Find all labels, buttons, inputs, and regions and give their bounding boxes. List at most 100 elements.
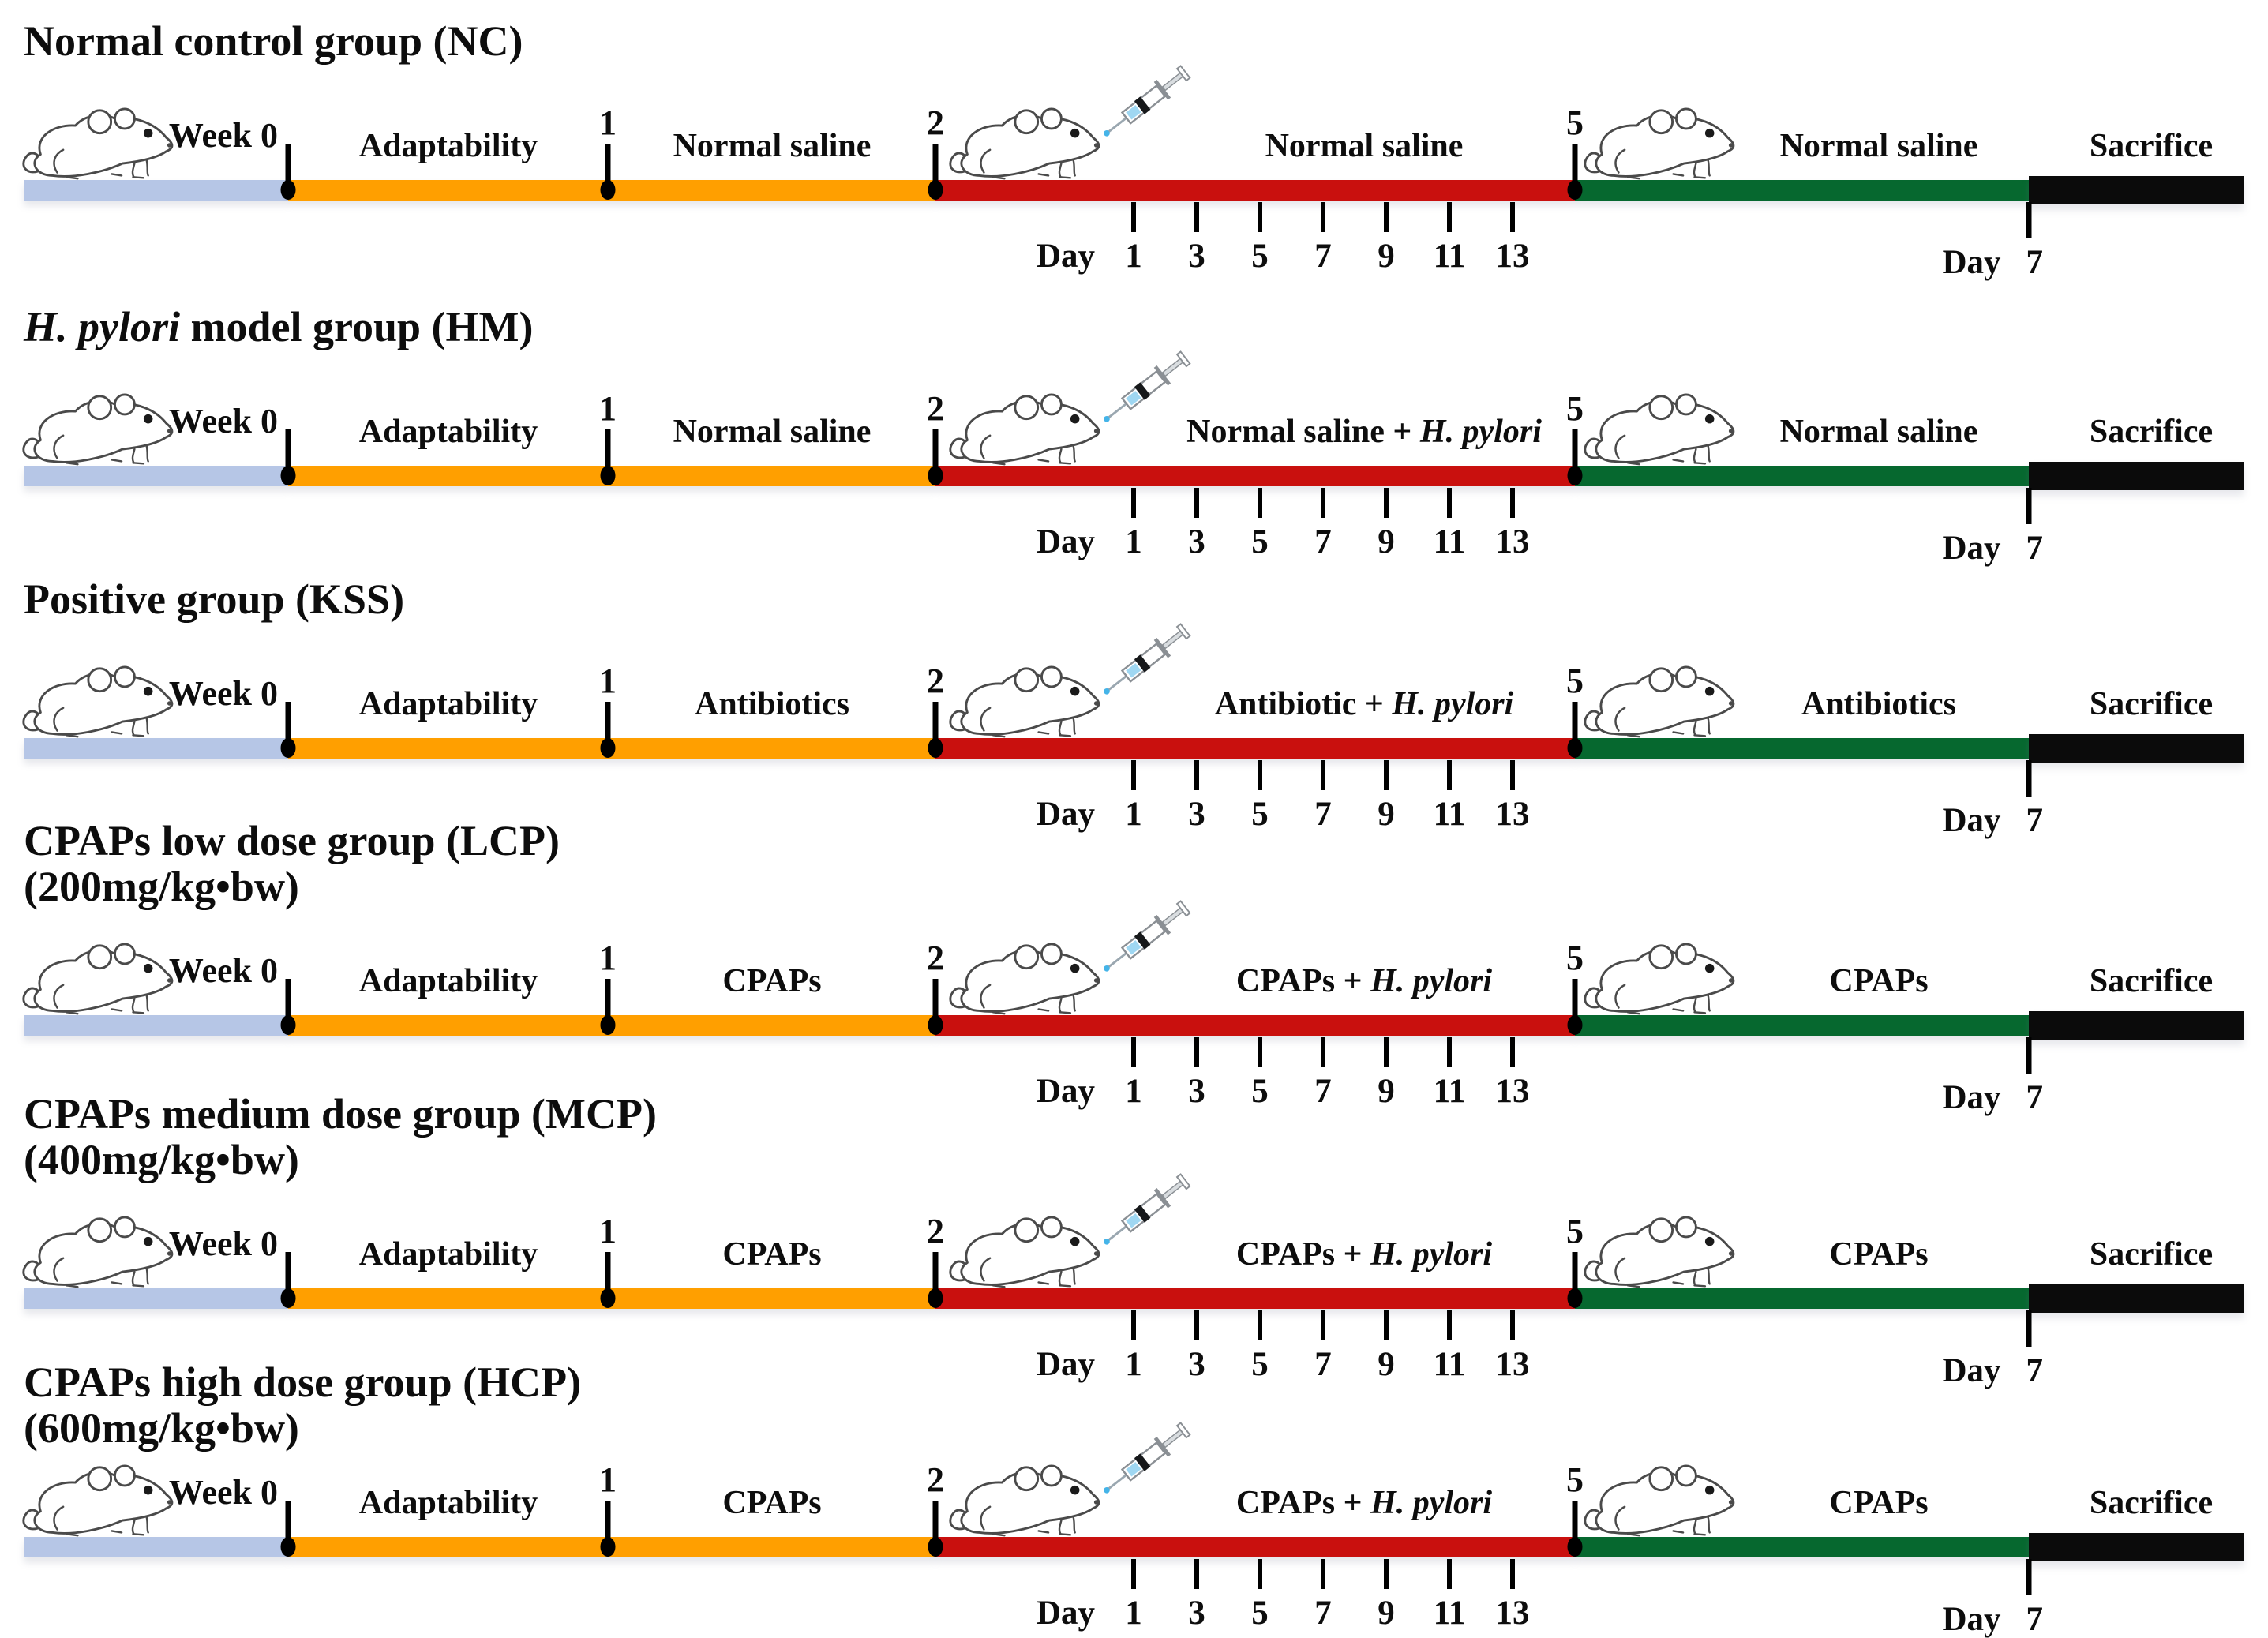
syringe-icon (1099, 343, 1205, 430)
day-tick-label: 5 (1251, 1346, 1269, 1383)
day-tick (1258, 1037, 1262, 1067)
week0-tick-dot (280, 1288, 296, 1308)
bar-sacrifice (2029, 1284, 2244, 1313)
sacrifice-label: Sacrifice (2089, 963, 2214, 999)
week1-label: 1 (599, 939, 617, 977)
group-title-text: CPAPs low dose group (LCP) (24, 817, 560, 864)
week2-label: 2 (927, 1212, 944, 1250)
week5-tick (1572, 429, 1578, 477)
week2-label: 2 (927, 1460, 944, 1499)
week0-tick (285, 1252, 291, 1299)
week1-2-treatment-label: Normal saline (673, 128, 872, 164)
mouse-icon (947, 393, 1115, 469)
bar-infection (935, 738, 1575, 759)
week2-tick (932, 979, 939, 1026)
day-tick-label: 9 (1378, 238, 1395, 275)
week2-tick (932, 1252, 939, 1299)
day-tick (1447, 1559, 1452, 1589)
week2-tick-dot (928, 1537, 943, 1557)
week1-tick-dot (600, 1537, 616, 1557)
week5-label: 5 (1566, 1460, 1584, 1499)
day-tick (1321, 1559, 1325, 1589)
day-tick-label: 3 (1188, 1346, 1205, 1383)
day-tick-label: 13 (1495, 523, 1530, 560)
day-tick (1510, 760, 1515, 790)
group-dose-label: (200mg/kg•bw) (24, 863, 299, 910)
day-tick-label: 11 (1433, 238, 1466, 275)
week2-5-treatment-label: CPAPs + H. pylori (1235, 963, 1493, 999)
week1-2-treatment-label: CPAPs (722, 1485, 822, 1521)
week5-treatment-label: CPAPs (1829, 1236, 1929, 1273)
day-tick (1510, 1559, 1515, 1589)
day-tick-label: 5 (1251, 1073, 1269, 1110)
day-tick-label: 5 (1251, 238, 1269, 275)
group-title-text: CPAPs high dose group (HCP) (24, 1359, 582, 1406)
day-tick-label: 11 (1433, 1073, 1466, 1110)
day-tick-label: 7 (1314, 523, 1332, 560)
day-tick-label: 7 (1314, 1346, 1332, 1383)
bar-sacrifice (2029, 1533, 2244, 1561)
group-title: CPAPs low dose group (LCP) (24, 818, 560, 864)
syringe-icon (1099, 1415, 1205, 1501)
adaptability-label: Adaptability (358, 414, 538, 450)
bar-infection (935, 466, 1575, 486)
day-tick-label: 3 (1188, 796, 1205, 833)
bar-recovery (1575, 1288, 2029, 1309)
syringe-icon (1099, 1166, 1205, 1253)
week2-tick-dot (928, 1015, 943, 1035)
week5-label: 5 (1566, 1212, 1584, 1250)
week0-label: Week 0 (168, 1473, 278, 1512)
group-title-text: CPAPs medium dose group (MCP) (24, 1090, 657, 1138)
week2-5-treatment-label: CPAPs + H. pylori (1235, 1485, 1493, 1521)
mouse-icon (1582, 1216, 1749, 1291)
week5-tick-dot (1567, 466, 1583, 485)
day-axis-label: Day (1036, 796, 1096, 833)
week1-label: 1 (599, 389, 617, 428)
day7-tick (2026, 1559, 2032, 1595)
week1-2-treatment-label: CPAPs (722, 963, 822, 999)
mouse-icon (21, 943, 188, 1018)
mouse-icon (947, 1216, 1115, 1291)
week5-tick (1572, 702, 1578, 749)
day-tick-label: 7 (1314, 1073, 1332, 1110)
group-title: CPAPs high dose group (HCP) (24, 1359, 581, 1405)
mouse-icon (947, 943, 1115, 1018)
mouse-icon (21, 1464, 188, 1540)
group-title: CPAPs medium dose group (MCP) (24, 1091, 657, 1137)
day-tick (1384, 1037, 1389, 1067)
day-tick (1131, 1559, 1136, 1589)
week5-tick-dot (1567, 1015, 1583, 1035)
week0-label: Week 0 (168, 674, 278, 713)
week5-treatment-label: CPAPs (1829, 963, 1929, 999)
day-tick (1447, 1310, 1452, 1340)
week0-tick-dot (280, 1537, 296, 1557)
week0-label: Week 0 (168, 951, 278, 990)
week2-tick (932, 144, 939, 191)
week0-tick (285, 979, 291, 1026)
day-tick (1510, 202, 1515, 232)
week0-label: Week 0 (168, 402, 278, 440)
week1-tick (605, 1501, 611, 1548)
bar-sacrifice (2029, 1011, 2244, 1040)
mouse-icon (1582, 665, 1749, 741)
day-tick-label: 13 (1495, 796, 1530, 833)
week2-label: 2 (927, 103, 944, 142)
day-tick-label: 11 (1433, 796, 1466, 833)
mouse-icon (21, 107, 188, 183)
week0-tick (285, 1501, 291, 1548)
day-tick (1321, 1310, 1325, 1340)
day-tick (1447, 488, 1452, 518)
bar-recovery (1575, 1537, 2029, 1557)
sacrifice-label: Sacrifice (2089, 1485, 2214, 1521)
adaptability-label: Adaptability (358, 686, 538, 722)
week1-tick-dot (600, 738, 616, 758)
day-tick (1510, 1037, 1515, 1067)
week2-label: 2 (927, 389, 944, 428)
week1-2-treatment-label: Antibiotics (694, 686, 850, 722)
week0-label: Week 0 (168, 1224, 278, 1263)
week1-tick (605, 429, 611, 477)
week5-treatment-label: Normal saline (1779, 414, 1978, 450)
day-tick-label: 11 (1433, 523, 1466, 560)
